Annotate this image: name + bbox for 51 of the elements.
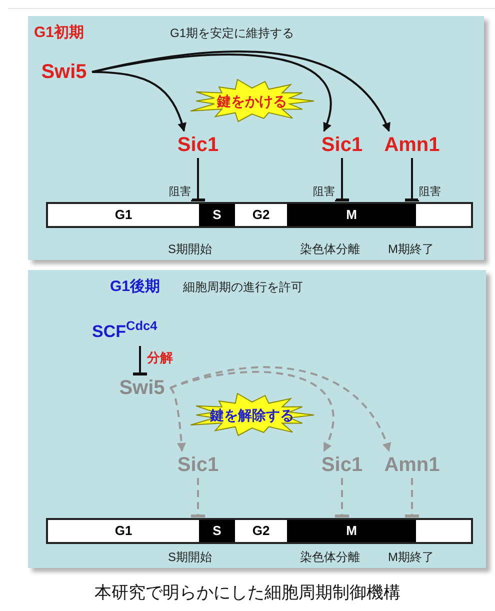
protein-label: Sic1	[316, 134, 368, 156]
inhibition-line	[334, 478, 350, 518]
event-label: 染色体分離	[300, 549, 360, 566]
protein-label: Amn1	[379, 454, 445, 476]
event-label: S期開始	[168, 549, 212, 566]
phase-segment: S	[199, 202, 235, 228]
protein-label: Amn1	[379, 134, 445, 156]
event-label: M期終了	[388, 549, 434, 566]
inhibition-line	[132, 346, 148, 376]
arrow	[169, 387, 186, 452]
event-label: S期開始	[168, 241, 212, 258]
phase-segment: M	[287, 518, 416, 544]
phase-heading: G1初期	[34, 23, 84, 43]
phase-description: 細胞周期の進行を許可	[183, 279, 303, 296]
phase-segment: S	[199, 518, 235, 544]
callout-text: 鍵をかける	[217, 92, 287, 111]
event-label: 染色体分離	[300, 241, 360, 258]
phase-segment: G1	[46, 518, 199, 544]
phase-panel	[28, 270, 486, 568]
edge-label: 阻害	[418, 186, 442, 200]
protein-label: Sic1	[172, 454, 224, 476]
phase-panel	[28, 16, 484, 260]
starburst-callout	[188, 78, 316, 124]
arrow	[92, 50, 390, 132]
phase-segment: G2	[235, 518, 287, 544]
protein-label: Sic1	[316, 454, 368, 476]
phase-heading: G1後期	[110, 277, 160, 297]
phase-description: G1期を安定に維持する	[170, 25, 294, 42]
inhibition-line	[190, 478, 206, 518]
edge-label: 阻害	[168, 186, 192, 200]
phase-segment	[416, 518, 473, 544]
arrow	[170, 366, 390, 452]
phase-segment: G1	[46, 202, 199, 228]
edge-label: 分解	[146, 350, 174, 366]
inhibition-line	[404, 158, 420, 202]
inhibition-line	[190, 158, 206, 202]
event-label: M期終了	[388, 241, 434, 258]
arrow	[92, 71, 186, 132]
inhibition-line	[334, 158, 350, 202]
edge-label: 阻害	[312, 186, 336, 200]
protein-label: Swi5	[114, 376, 170, 400]
phase-segment: G2	[235, 202, 287, 228]
starburst-callout	[188, 392, 316, 438]
phase-segment: M	[287, 202, 416, 228]
protein-label: SCF$^{Cdc4}$	[92, 320, 166, 344]
callout-text: 鍵を解除する	[210, 406, 294, 425]
protein-label: Swi5	[36, 60, 92, 84]
protein-label: Sic1	[172, 134, 224, 156]
caption: 本研究で明らかにした細胞周期制御機構	[94, 582, 402, 604]
phase-segment	[416, 202, 473, 228]
inhibition-line	[404, 478, 420, 518]
